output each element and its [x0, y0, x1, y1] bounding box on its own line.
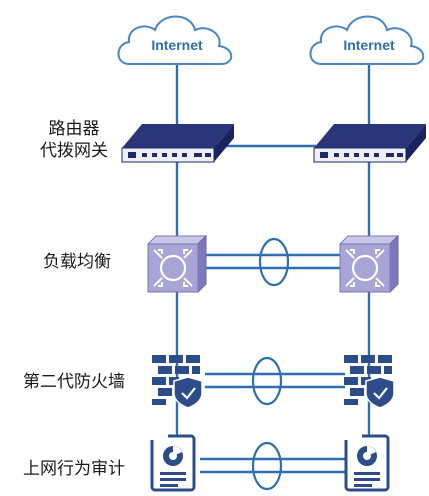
load-balancer-left-icon: [146, 234, 208, 294]
router-right-icon: [313, 124, 426, 163]
internet-label-right: Internet: [343, 37, 395, 53]
audit-aggregated-link: [200, 441, 345, 491]
internet-cloud-left: Internet: [117, 15, 233, 65]
load-balancer-right-icon: [338, 234, 400, 294]
router-label-line2: 代拨网关: [40, 141, 108, 161]
firewall-label: 第二代防火墙: [23, 372, 125, 392]
firewall-right-icon: [344, 355, 395, 409]
lb-aggregated-link: [205, 237, 345, 287]
router-left-icon: [121, 124, 234, 163]
internet-cloud-right: Internet: [309, 15, 425, 65]
audit-left-icon: [148, 434, 196, 492]
load-balancer-label: 负载均衡: [43, 252, 111, 272]
internet-label-left: Internet: [151, 37, 203, 53]
audit-right-icon: [342, 434, 390, 492]
router-label-line1: 路由器: [48, 119, 100, 139]
firewall-left-icon: [152, 355, 203, 409]
router-row-label: 路由器 代拨网关: [4, 118, 144, 162]
firewall-aggregated-link: [205, 356, 345, 406]
audit-label: 上网行为审计: [23, 459, 125, 479]
